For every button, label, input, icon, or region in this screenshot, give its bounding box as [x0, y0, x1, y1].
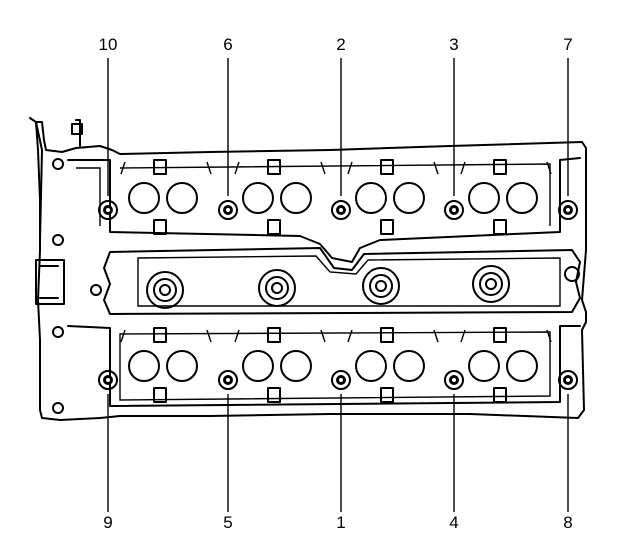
- cam-cap: [267, 387, 281, 403]
- valve-pocket: [128, 182, 160, 214]
- valve-pockets: [120, 159, 552, 403]
- bolts: [98, 200, 578, 390]
- valve-pocket: [355, 350, 387, 382]
- bolt-1: [331, 370, 351, 390]
- cam-cap: [380, 219, 394, 235]
- bolt-label-5: 5: [223, 513, 232, 532]
- bolt-9: [98, 370, 118, 390]
- bolt-4: [444, 370, 464, 390]
- valve-pocket: [468, 182, 500, 214]
- rib: [460, 161, 552, 175]
- cam-cap: [267, 327, 281, 343]
- cam-cap: [267, 159, 281, 175]
- bolt-label-3: 3: [449, 35, 458, 54]
- cam-cap: [153, 159, 167, 175]
- cam-cap: [380, 327, 394, 343]
- bolt-3: [444, 200, 464, 220]
- valve-pocket: [242, 182, 274, 214]
- bolt-6: [218, 200, 238, 220]
- rib: [234, 161, 326, 175]
- valve-pocket: [280, 350, 312, 382]
- cam-cap: [153, 219, 167, 235]
- bolt-5: [218, 370, 238, 390]
- spark-plugs: [146, 265, 510, 309]
- valve-pocket: [506, 182, 538, 214]
- valve-pocket: [506, 350, 538, 382]
- valve-pocket: [468, 350, 500, 382]
- bolt-label-6: 6: [223, 35, 232, 54]
- bolt-8: [558, 370, 578, 390]
- bolt-labels: 1 2 3 4 5 6 7 8 9 10: [99, 35, 573, 532]
- spark-plug: [258, 269, 296, 307]
- bolt-7: [558, 200, 578, 220]
- rib: [120, 161, 212, 175]
- bolt-2: [331, 200, 351, 220]
- cam-cap: [493, 219, 507, 235]
- valve-pocket: [166, 182, 198, 214]
- upper-channel: [67, 157, 581, 263]
- valve-pocket: [242, 350, 274, 382]
- valve-pocket: [166, 350, 198, 382]
- valve-pocket: [128, 350, 160, 382]
- bolt-label-9: 9: [103, 513, 112, 532]
- cam-cap: [380, 387, 394, 403]
- rib: [347, 161, 439, 175]
- valve-pocket: [355, 182, 387, 214]
- cam-cap: [267, 219, 281, 235]
- rib: [460, 329, 552, 343]
- bolt-10: [98, 200, 118, 220]
- bolt-label-10: 10: [99, 35, 118, 54]
- spark-plug: [362, 267, 400, 305]
- cam-cap: [493, 327, 507, 343]
- spark-plug-rail: [103, 247, 581, 315]
- bolt-label-8: 8: [563, 513, 572, 532]
- cam-cap: [493, 159, 507, 175]
- valve-pocket: [393, 182, 425, 214]
- cam-cap: [153, 327, 167, 343]
- rib: [234, 329, 326, 343]
- mounting-holes: [52, 158, 580, 414]
- cam-cap: [153, 387, 167, 403]
- rib: [120, 329, 212, 343]
- lower-channel: [67, 325, 581, 407]
- spark-plug: [146, 271, 184, 309]
- cam-cap: [493, 387, 507, 403]
- left-bracket: [29, 117, 83, 305]
- bolt-label-2: 2: [336, 35, 345, 54]
- bolt-label-1: 1: [336, 513, 345, 532]
- cylinder-head-outline: [35, 121, 587, 421]
- valve-pocket: [280, 182, 312, 214]
- cam-cap: [380, 159, 394, 175]
- valve-pocket: [393, 350, 425, 382]
- spark-plug: [472, 265, 510, 303]
- bolt-label-7: 7: [563, 35, 572, 54]
- bolt-label-4: 4: [449, 513, 458, 532]
- rib: [347, 329, 439, 343]
